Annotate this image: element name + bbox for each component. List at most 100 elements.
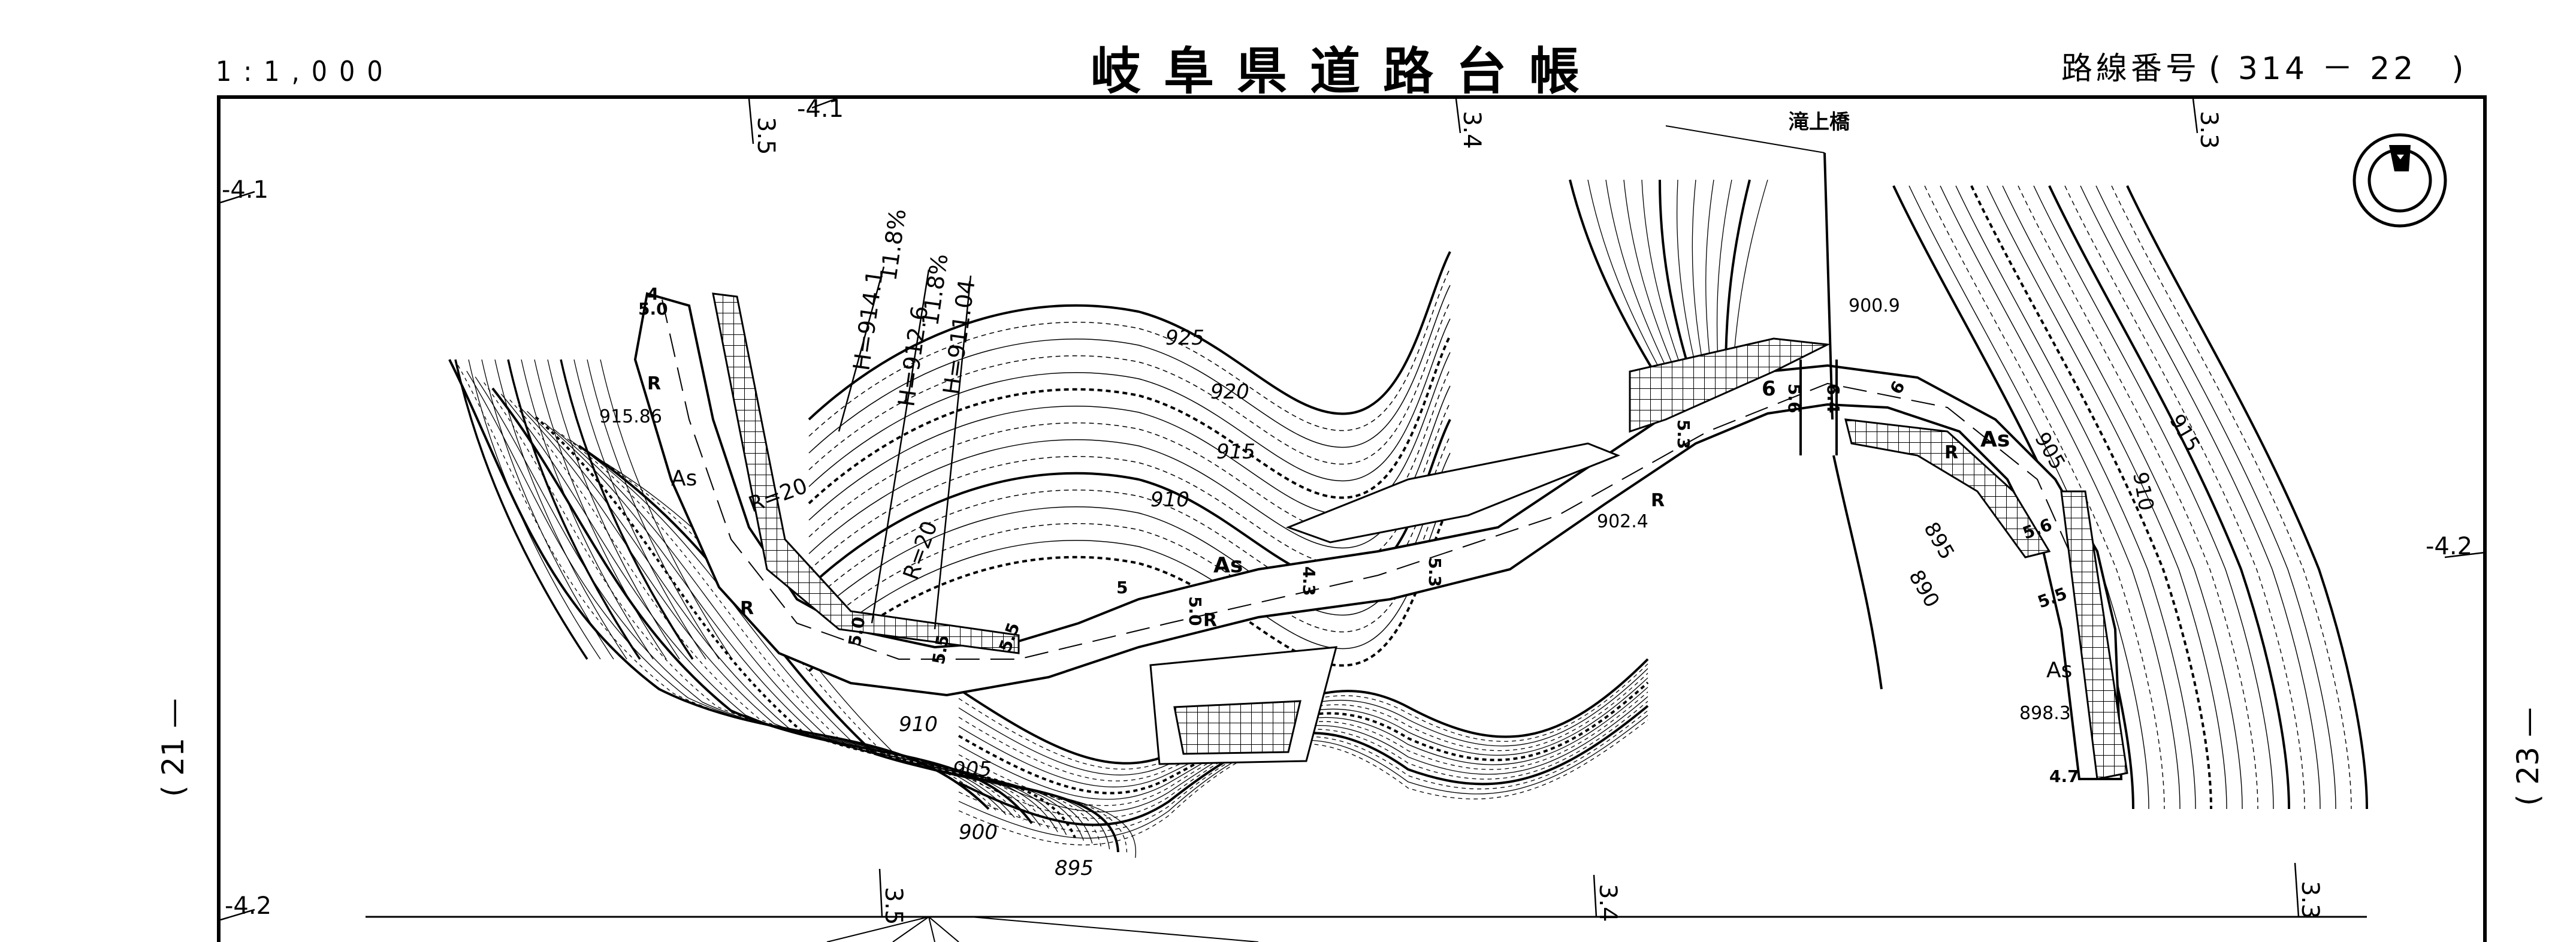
contour-line <box>587 359 720 660</box>
grade-note: 11.8% <box>917 252 953 328</box>
contour-line <box>587 451 1128 855</box>
contour-line <box>808 301 1451 470</box>
road-width: 5.6 <box>1784 384 1804 413</box>
guardrail-mark: R <box>647 373 661 394</box>
contour-line <box>2064 185 2305 810</box>
contour-line <box>547 359 680 660</box>
north-arrow-icon <box>2352 133 2447 228</box>
grid-tick-top-2: -4.1 <box>797 95 844 123</box>
contour-line <box>507 359 641 660</box>
leader-lines-bottom <box>826 916 1259 942</box>
contour-line <box>1955 185 2196 810</box>
contour-line <box>1587 179 1662 372</box>
contour-line <box>1970 185 2212 810</box>
elevation-label: 898.3 <box>2019 703 2071 724</box>
map-frame <box>217 95 2487 942</box>
contour-line <box>1716 179 1732 372</box>
bridge-name: 滝上橋 <box>1789 110 1850 134</box>
surface-label: As <box>2046 658 2072 683</box>
guardrail-mark: R <box>1203 610 1217 631</box>
surface-label: As <box>671 466 697 491</box>
contour-line <box>560 359 694 660</box>
contour-line <box>2033 185 2274 810</box>
contour-line <box>1659 179 1691 372</box>
road-width: 4.7 <box>2049 766 2079 786</box>
contour-line <box>534 359 667 660</box>
contour-label: 900 <box>959 820 998 844</box>
contour-label: 925 <box>1165 326 1204 350</box>
contour-line <box>1924 185 2165 810</box>
grade-note: H=914.1 <box>848 268 888 373</box>
grid-tick-bottom-3: 3.3 <box>2296 881 2324 919</box>
contour-line <box>552 428 1093 844</box>
contour-line <box>808 251 1451 421</box>
contour-line <box>808 369 1451 538</box>
contour-label: 905 <box>953 757 992 781</box>
retaining-walls <box>712 292 2128 780</box>
scale-label: 1:1,000 <box>216 55 395 87</box>
road-width: 5.0 <box>638 299 668 319</box>
road-width: 5.3 <box>1425 557 1445 587</box>
contour-line <box>2126 185 2368 810</box>
road-surface <box>633 292 2123 780</box>
contour-line <box>808 285 1451 454</box>
contour-line <box>2018 185 2258 810</box>
grade-leaders <box>838 266 972 630</box>
grid-tick-left-2: -4.2 <box>225 892 271 920</box>
grid-tick-bottom-1: 3.5 <box>880 887 907 925</box>
contour-line <box>2048 185 2290 810</box>
road-width: 5.3 <box>1674 419 1693 449</box>
page-title: 岐阜県道路台帳 <box>1091 42 1603 101</box>
contour-line <box>808 352 1451 521</box>
elevation-label: 915.86 <box>599 406 662 427</box>
contour-label: 910 <box>899 712 938 736</box>
contour-line <box>521 359 654 660</box>
contour-line <box>468 359 601 660</box>
contour-line <box>808 335 1451 505</box>
contour-label: 895 <box>1919 518 1959 564</box>
contour-line <box>1676 179 1698 372</box>
contour-line <box>500 394 1041 827</box>
road-width: 5.0 <box>1185 596 1205 626</box>
curve-radius: R=20 <box>899 518 943 583</box>
contour-line <box>1623 179 1676 372</box>
road-width: 4 <box>647 284 659 304</box>
contour-line <box>2111 185 2352 810</box>
contour-line <box>457 365 998 813</box>
contour-line <box>1692 179 1705 372</box>
contour-line <box>1605 179 1669 372</box>
contour-label: 915 <box>1216 440 1255 464</box>
contour-line <box>1569 179 1655 373</box>
grid-tick-right-1: -4.2 <box>2426 533 2472 560</box>
grid-tick-lines <box>220 96 2486 921</box>
road-width: 5 <box>1116 578 1128 597</box>
elevation-label: 902.4 <box>1597 511 1648 532</box>
grid-tick-left-1: -4.1 <box>222 176 268 204</box>
grade-note: 11.8% <box>875 207 911 283</box>
guardrail-mark: R <box>1944 442 1958 463</box>
road-width: 6.4 <box>1823 384 1843 413</box>
road-width: 4.3 <box>1299 566 1319 596</box>
grid-tick-top-1: 3.5 <box>752 117 780 155</box>
contour-line <box>2080 185 2321 810</box>
contour-line <box>1986 185 2227 810</box>
contour-line <box>808 268 1451 437</box>
route-label: 路線番号 <box>2061 51 2201 87</box>
guardrail-mark: R <box>1651 490 1665 511</box>
contour-line <box>481 359 614 660</box>
contour-line <box>1641 179 1683 372</box>
contour-line <box>600 359 733 660</box>
bridge <box>1665 125 1883 690</box>
contour-label: 890 <box>1904 566 1944 612</box>
surface-label: As <box>1213 553 1243 578</box>
road-width: 6 <box>1762 377 1776 401</box>
contour-line <box>573 359 706 660</box>
contour-line <box>494 359 627 660</box>
contour-line <box>808 402 1451 571</box>
route-number: 路線番号( 314 － 22 ) <box>2061 43 2476 88</box>
grid-tick-top-3: 3.4 <box>1458 111 1485 149</box>
contour-label: 895 <box>1055 856 1094 880</box>
contour-line <box>958 719 1648 846</box>
guardrail-mark: R <box>740 598 754 619</box>
